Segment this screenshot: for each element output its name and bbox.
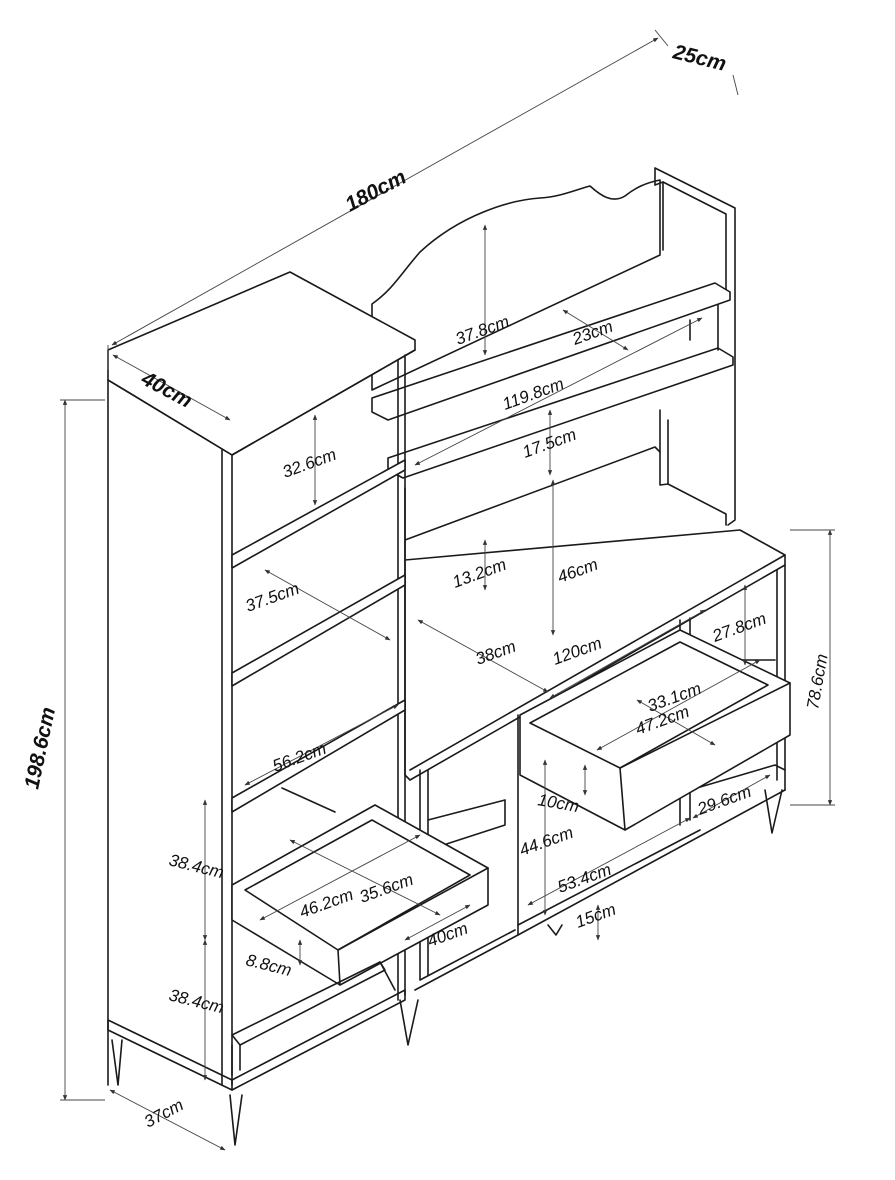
label-tower-shelf-2: 37.5cm (243, 579, 302, 616)
tower-top (107, 271, 416, 456)
label-total-height: 198.6cm (20, 705, 60, 791)
label-tower-drawer-height-upper: 38.4cm (167, 850, 226, 882)
label-leg-height: 15cm (573, 900, 619, 932)
tower-lower-drawer (231, 961, 386, 1046)
leg-middle (399, 999, 419, 1046)
metal-frame-upper (654, 167, 736, 526)
label-tower-drawer-front: 8.8cm (244, 950, 294, 980)
label-total-width: 180cm (342, 165, 411, 216)
label-base-height: 78.6cm (803, 652, 831, 710)
label-tower-drawer-height-lower: 38.4cm (167, 985, 226, 1017)
label-cab-inner-height: 44.6cm (517, 823, 576, 860)
label-tower-shelf-1: 32.6cm (280, 445, 339, 482)
dimension-lines (60, 29, 835, 1151)
second-shelf (387, 347, 734, 479)
leg-front-center (229, 1094, 243, 1146)
tower-left-side (107, 379, 233, 1086)
label-right-cab-height: 27.8cm (709, 609, 769, 646)
tower-shelf-1 (231, 459, 406, 569)
label-right-lower-width: 29.6cm (694, 782, 754, 819)
leg-front-left (111, 1039, 123, 1086)
label-depth-top: 25cm (670, 40, 729, 76)
